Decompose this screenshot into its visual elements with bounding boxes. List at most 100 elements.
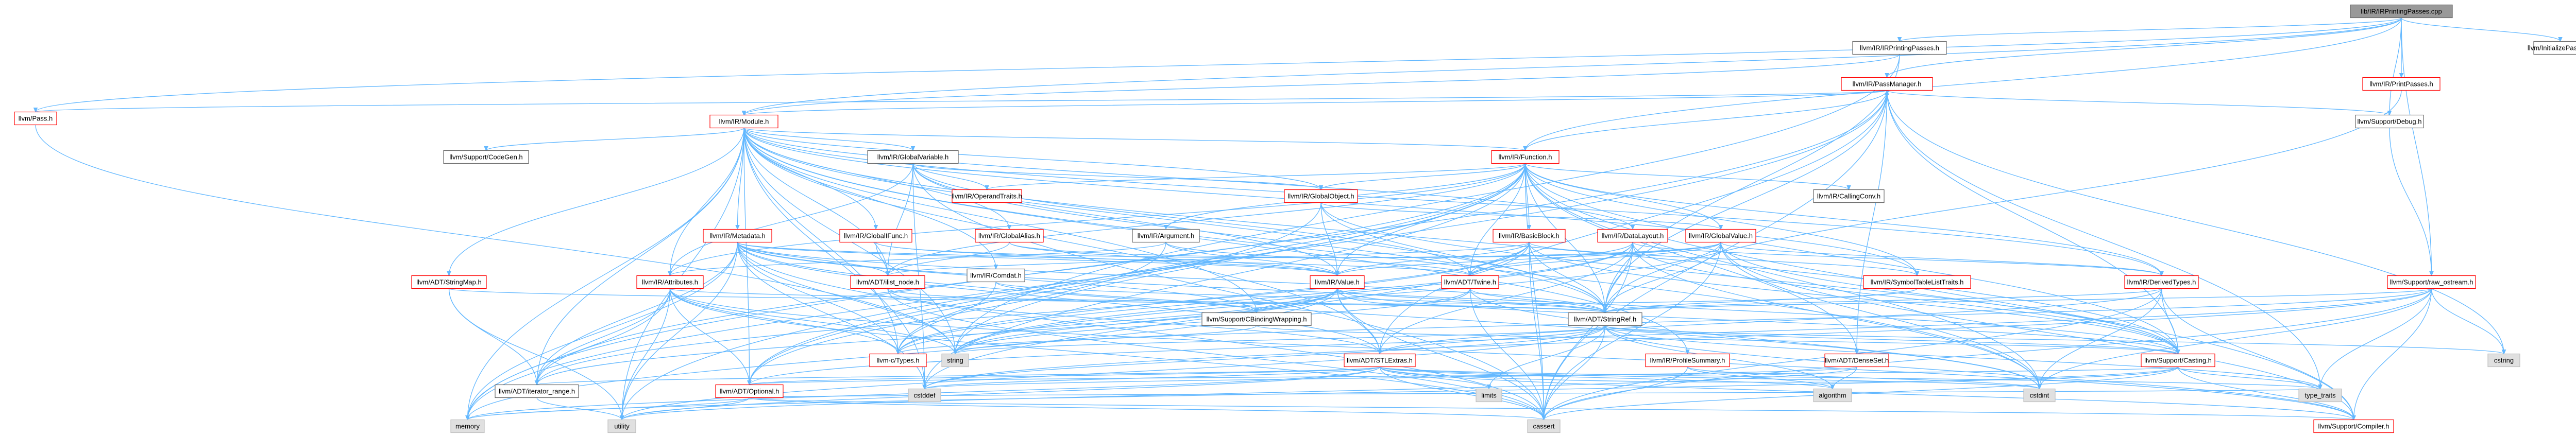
- node-callingconv[interactable]: llvm/IR/CallingConv.h: [1813, 189, 1885, 203]
- node-casting[interactable]: llvm/Support/Casting.h: [2141, 353, 2215, 368]
- node-datalayout[interactable]: llvm/IR/DataLayout.h: [1597, 229, 1668, 243]
- edge-line: [1604, 325, 2321, 389]
- node-twine[interactable]: llvm/ADT/Twine.h: [1441, 275, 1499, 289]
- node-initpasses[interactable]: llvm/InitializePasses.h: [2528, 41, 2576, 55]
- node-pass[interactable]: llvm/Pass.h: [14, 111, 57, 126]
- dependency-edge: [465, 288, 671, 421]
- node-passmgr[interactable]: llvm/IR/PassManager.h: [1841, 77, 1933, 91]
- node-memory: memory: [450, 419, 485, 433]
- node-printpasses[interactable]: llvm/IR/PrintPasses.h: [2362, 77, 2441, 91]
- edge-line: [1524, 163, 1850, 190]
- dependency-edge: [737, 242, 1546, 421]
- node-attributes[interactable]: llvm/IR/Attributes.h: [636, 275, 704, 289]
- edge-arrowhead: [484, 146, 488, 151]
- node-stlextras[interactable]: llvm/ADT/STLExtras.h: [1344, 353, 1416, 368]
- node-cbinding[interactable]: llvm/Support/CBindingWrapping.h: [1201, 312, 1312, 326]
- node-globalalias[interactable]: llvm/IR/GlobalAlias.h: [975, 229, 1044, 243]
- node-label: llvm/IR/IRPrintingPasses.h: [1860, 44, 1939, 52]
- node-rawostream[interactable]: llvm/Support/raw_ostream.h: [2387, 275, 2476, 289]
- edge-arrowhead: [873, 225, 878, 230]
- edge-line: [749, 397, 1545, 421]
- dependency-edge: [2389, 128, 2434, 276]
- node-codegen[interactable]: llvm/Support/CodeGen.h: [443, 150, 529, 164]
- dependency-edge: [619, 128, 744, 421]
- node-box: [952, 189, 1022, 203]
- dependency-edge: [741, 54, 1900, 116]
- edge-arrowhead: [1897, 37, 1902, 42]
- node-symtab[interactable]: llvm/IR/SymbolTableListTraits.h: [1863, 275, 1971, 289]
- node-globalvalue[interactable]: llvm/IR/GlobalValue.h: [1685, 229, 1756, 243]
- edge-line: [1899, 17, 2402, 42]
- node-operandtraits[interactable]: llvm/IR/OperandTraits.h: [952, 189, 1022, 203]
- edge-arrowhead: [953, 350, 958, 355]
- edge-arrowhead: [1527, 225, 1532, 230]
- edge-line: [1336, 288, 2179, 354]
- edge-line: [955, 288, 2432, 354]
- dependency-edge: [1379, 366, 1835, 390]
- node-ilistnode[interactable]: llvm/ADT/ilist_node.h: [850, 275, 925, 289]
- node-stringmap[interactable]: llvm/ADT/StringMap.h: [411, 275, 487, 289]
- node-comdat[interactable]: llvm/IR/Comdat.h: [967, 268, 1025, 283]
- node-stringref[interactable]: llvm/ADT/StringRef.h: [1568, 312, 1642, 326]
- node-box: [2533, 41, 2576, 55]
- node-globalvar[interactable]: llvm/IR/GlobalVariable.h: [867, 150, 959, 164]
- edge-line: [1524, 163, 1721, 230]
- node-profilesummary[interactable]: llvm/IR/ProfileSummary.h: [1645, 353, 1730, 368]
- dependency-edge: [747, 366, 2179, 386]
- dependency-edge: [33, 18, 2402, 113]
- node-box: [2362, 77, 2441, 91]
- edge-line: [1379, 90, 1888, 354]
- node-label: llvm/IR/CallingConv.h: [1817, 193, 1880, 200]
- node-box: [2141, 353, 2215, 368]
- node-function[interactable]: llvm/IR/Function.h: [1491, 150, 1560, 164]
- edge-line: [35, 90, 1888, 113]
- node-label: type_traits: [2305, 392, 2336, 399]
- edge-line: [1604, 325, 2504, 355]
- node-irpp[interactable]: llvm/IR/IRPrintingPasses.h: [1852, 41, 1947, 55]
- edge-line: [737, 242, 1545, 420]
- node-compiler[interactable]: llvm/Support/Compiler.h: [2313, 419, 2394, 433]
- edge-line: [2401, 17, 2561, 42]
- node-label: llvm/IR/PrintPasses.h: [2369, 80, 2433, 88]
- edge-line: [1009, 241, 1338, 276]
- node-basicblock[interactable]: llvm/IR/BasicBlock.h: [1493, 229, 1566, 243]
- node-optional[interactable]: llvm/ADT/Optional.h: [715, 384, 784, 398]
- node-argument[interactable]: llvm/IR/Argument.h: [1132, 229, 1200, 243]
- node-value[interactable]: llvm/IR/Value.h: [1310, 275, 1365, 289]
- node-metadata[interactable]: llvm/IR/Metadata.h: [703, 229, 772, 243]
- dependency-edge: [953, 288, 2432, 355]
- dependency-edge: [1830, 367, 1857, 390]
- node-box: [2487, 353, 2520, 368]
- node-box: [607, 419, 636, 433]
- dependency-edge: [2431, 288, 2506, 355]
- edge-line: [743, 18, 2402, 115]
- dependency-edge: [953, 325, 1606, 355]
- edge-line: [1886, 90, 2390, 116]
- edge-line: [749, 163, 1526, 385]
- dependency-edge: [619, 366, 1857, 421]
- node-label: llvm/IR/PassManager.h: [1853, 80, 1922, 88]
- dependency-edge: [1886, 90, 2392, 116]
- node-label: llvm/InitializePasses.h: [2528, 44, 2576, 52]
- edge-line: [621, 397, 750, 420]
- edge-line: [1886, 90, 2321, 389]
- edge-line: [536, 288, 1338, 385]
- edge-line: [1469, 288, 1606, 313]
- node-denseset[interactable]: llvm/ADT/DenseSet.h: [1824, 353, 1889, 368]
- node-module[interactable]: llvm/IR/Module.h: [709, 114, 778, 129]
- node-iterrange[interactable]: llvm/ADT/iterator_range.h: [495, 384, 579, 398]
- node-debug[interactable]: llvm/Support/Debug.h: [2355, 114, 2424, 129]
- node-box: [1645, 353, 1730, 368]
- edge-line: [1488, 325, 1606, 389]
- dependency-edge: [619, 325, 1606, 421]
- edge-line: [2177, 367, 2354, 420]
- edge-line: [467, 242, 738, 420]
- node-globalifunc[interactable]: llvm/IR/GlobalIFunc.h: [839, 229, 912, 243]
- node-ctypes[interactable]: llvm-c/Types.h: [869, 353, 927, 368]
- edge-line: [2431, 288, 2504, 354]
- node-globalobject[interactable]: llvm/IR/GlobalObject.h: [1284, 189, 1358, 203]
- node-root[interactable]: lib/IR/IRPrintingPasses.cpp: [2350, 4, 2453, 19]
- node-derivedtypes[interactable]: llvm/IR/DerivedTypes.h: [2124, 275, 2199, 289]
- edge-arrowhead: [619, 415, 624, 421]
- edge-line: [448, 288, 622, 420]
